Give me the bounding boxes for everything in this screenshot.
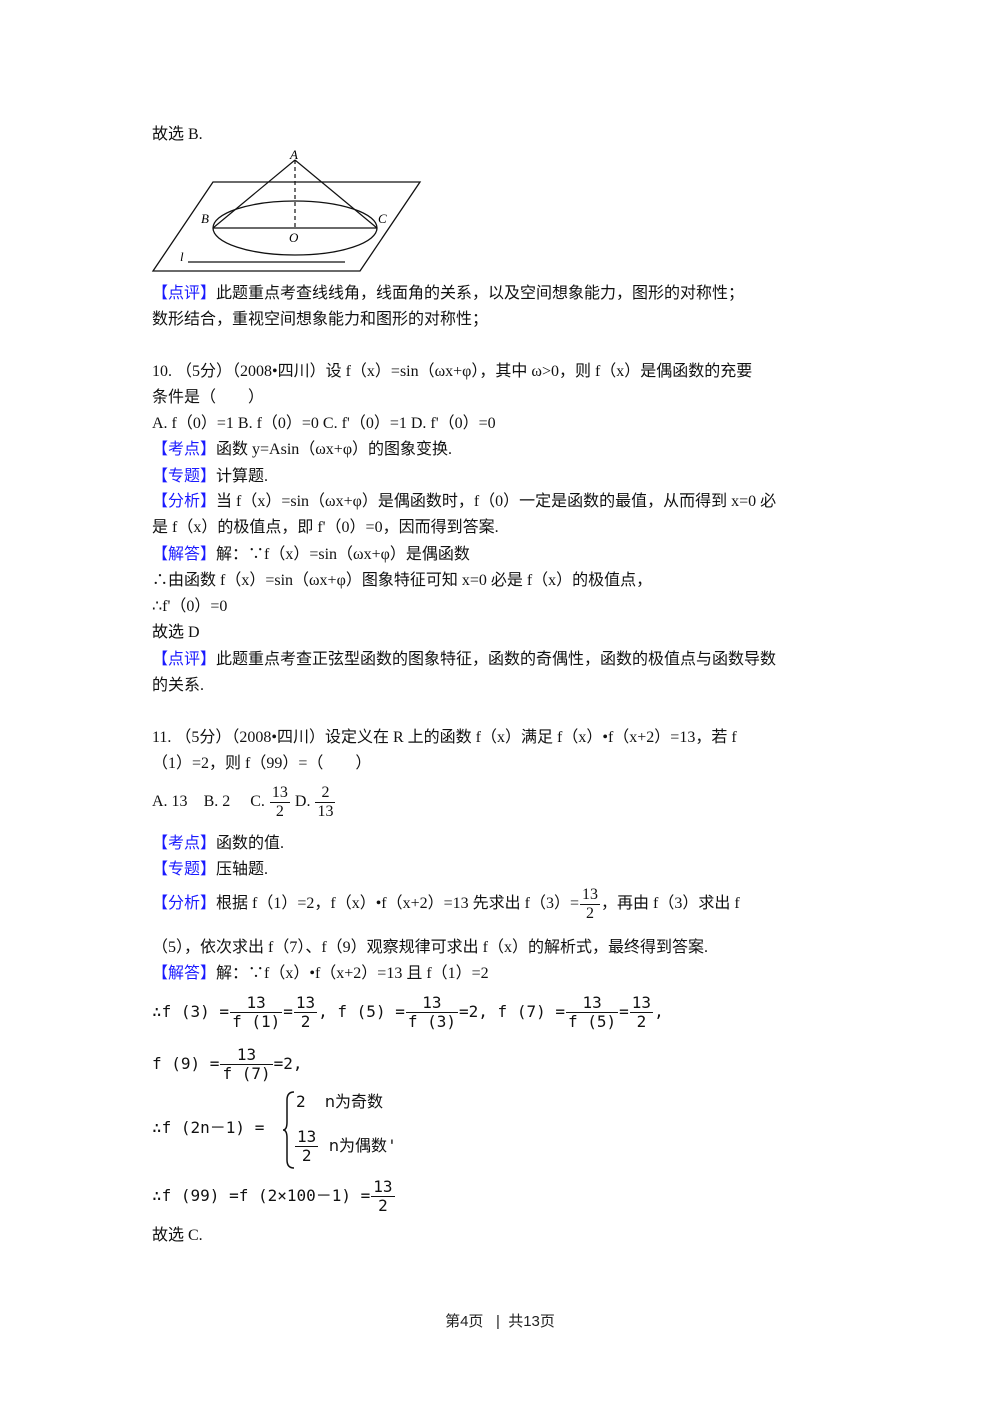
q11-zhuanti: 【专题】压轴题. <box>152 861 269 878</box>
q11-stem-line2: （1）=2，则 f（99）=（ ） <box>152 755 372 772</box>
q10-answer: 故选 D <box>152 624 200 641</box>
q11-jieda-line1: 【解答】解：∵f（x）•f（x+2）=13 且 f（1）=2 <box>152 965 489 982</box>
footer-separator: | <box>495 1313 500 1330</box>
q11-fenxi-line2: （5），依次求出 f（7）、f（9）观察规律可求出 f（x）的解析式，最终得到答… <box>152 939 708 956</box>
label-b: B <box>201 211 209 226</box>
q10-fenxi-line1: 【分析】当 f（x）=sin（ωx+φ）是偶函数时，f（0）一定是函数的最值，从… <box>152 493 777 510</box>
page-number: 第4页 <box>445 1313 484 1330</box>
label-c: C <box>378 211 387 226</box>
label-a: A <box>289 147 298 162</box>
q10-kaodian: 【考点】函数 y=Asin（ωx+φ）的图象变换. <box>152 441 453 458</box>
q11-piecewise-lhs: ∴f (2n－1) = <box>152 1118 265 1137</box>
q11-kaodian: 【考点】函数的值. <box>152 835 285 852</box>
cone-plane-figure: A B C O l <box>151 147 422 272</box>
page-total: 共13页 <box>508 1313 555 1330</box>
q10-stem-line2: 条件是（ ） <box>152 389 265 406</box>
q11-stem-line1: 11. （5分）（2008•四川）设定义在 R 上的函数 f（x）满足 f（x）… <box>152 729 737 746</box>
comment-tag: 【点评】 <box>152 285 217 302</box>
q9-comment-line1: 【点评】此题重点考查线线角，线面角的关系，以及空间想象能力，图形的对称性； <box>152 285 745 302</box>
q10-stem-line1: 10. （5分）（2008•四川）设 f（x）=sin（ωx+φ），其中 ω>0… <box>152 363 753 380</box>
q10-zhuanti: 【专题】计算题. <box>152 468 269 485</box>
q9-comment-line2: 数形结合，重视空间想象能力和图形的对称性； <box>152 311 489 328</box>
page-footer: 第4页 | 共13页 <box>0 1310 1000 1331</box>
q10-options: A. f（0）=1 B. f（0）=0 C. f'（0）=1 D. f'（0）=… <box>152 415 496 432</box>
q10-jieda-line2: ∴由函数 f（x）=sin（ωx+φ）图象特征可知 x=0 必是 f（x）的极值… <box>152 572 653 589</box>
q11-fenxi-line1: 【分析】根据 f（1）=2，f（x）•f（x+2）=13 先求出 f（3）=13… <box>152 885 740 922</box>
q10-jieda-line1: 【解答】解：∵f（x）=sin（ωx+φ）是偶函数 <box>152 546 470 563</box>
label-o: O <box>289 230 299 245</box>
piecewise-case1: 2 n为奇数 <box>296 1092 384 1111</box>
label-l: l <box>180 249 184 264</box>
q11-answer: 故选 C. <box>152 1227 203 1244</box>
q10-jieda-line3: ∴f'（0）=0 <box>152 598 228 615</box>
q10-dianping-line1: 【点评】此题重点考查正弦型函数的图象特征，函数的奇偶性，函数的极值点与函数导数 <box>152 651 777 668</box>
q9-answer: 故选 B. <box>152 126 203 143</box>
left-brace <box>282 1091 295 1169</box>
q10-fenxi-line2: 是 f（x）的极值点，即 f'（0）=0，因而得到答案. <box>152 519 499 536</box>
q10-dianping-line2: 的关系. <box>152 677 205 694</box>
